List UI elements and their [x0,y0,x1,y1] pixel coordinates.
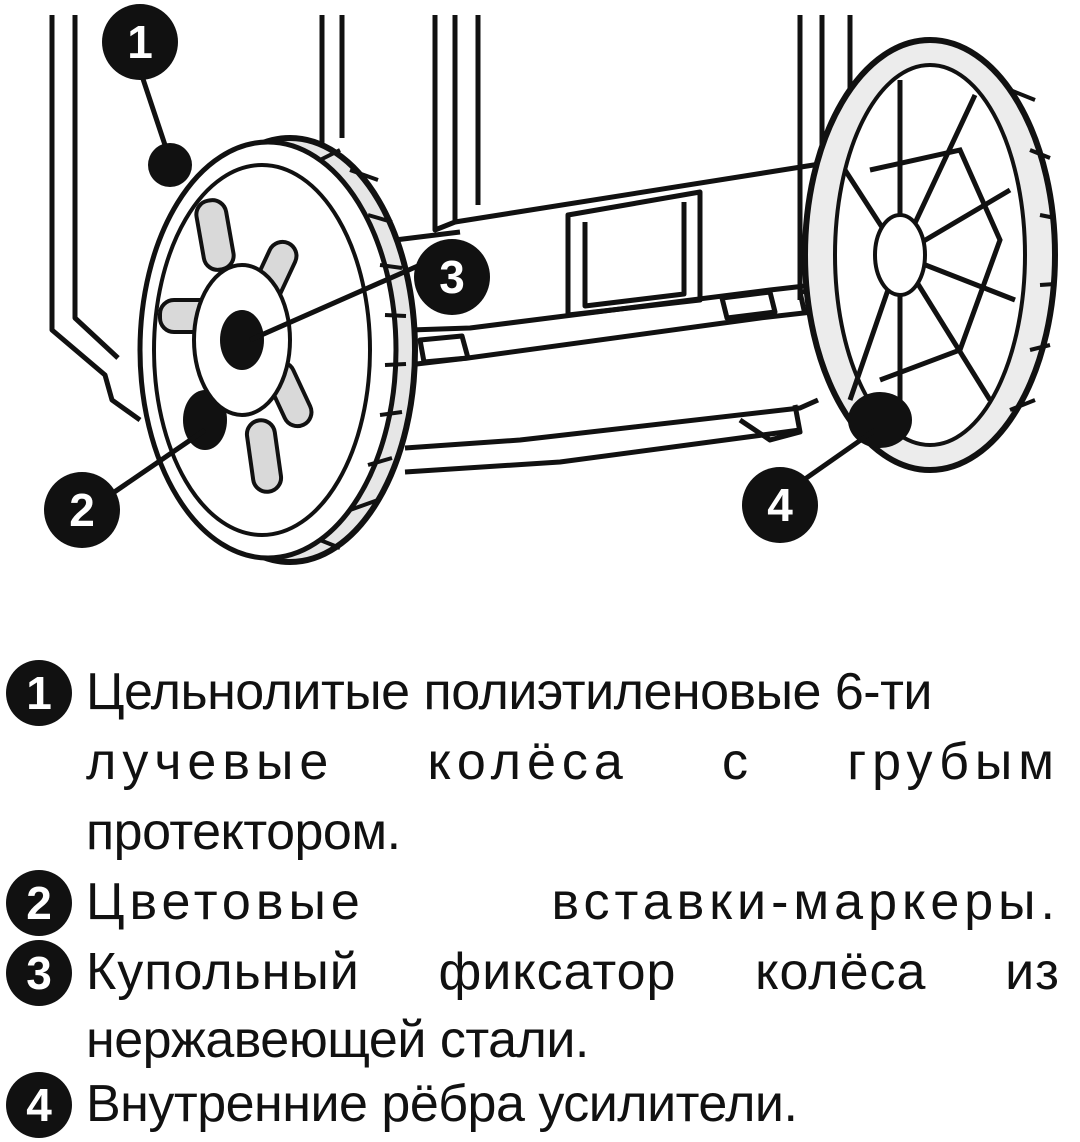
legend-line: нержавеющей стали. [86,1011,589,1069]
legend-line: Купольный фиксатор колёса из [86,943,1060,1001]
callout-badge-3: 3 [414,239,490,315]
legend-line: Внутренние рёбра усилители. [86,1075,798,1133]
legend-item-1: 1 Цельнолитые полиэтиленовые 6-ти лучевы… [0,660,1070,861]
legend-number-badge: 4 [6,1072,72,1138]
legend-number-badge: 2 [6,870,72,936]
legend-line: Цветовые вставки-маркеры. [86,873,1060,931]
legend-number-badge: 3 [6,940,72,1006]
legend-line: протектором. [86,803,401,861]
dome-wheel-lock [220,310,264,370]
left-wheel [137,135,418,565]
callout-number: 3 [439,251,465,303]
callout-badge-4: 4 [742,467,818,543]
callout-number: 1 [127,16,153,68]
callout-badge-1: 1 [102,4,178,80]
legend-line: лучевые колёса с грубым [86,733,1060,791]
wheel-tread [319,148,407,550]
right-wheel [802,37,1058,473]
callout-number: 2 [69,484,95,536]
legend-item-2: 2 Цветовые вставки-маркеры. [0,870,1070,940]
callout-number: 4 [767,479,793,531]
callout-badge-2: 2 [44,472,120,548]
legend-number-badge: 1 [6,660,72,726]
trolley-wheels-illustration: 1 2 3 4 [44,4,1058,565]
legend-item-3: 3 Купольный фиксатор колёса из нержавеющ… [0,940,1070,1080]
trolley-body [49,15,853,475]
legend-item-4: 4 Внутренние рёбра усилители. [0,1072,1070,1142]
legend-line: Цельнолитые полиэтиленовые 6-ти [86,663,932,721]
